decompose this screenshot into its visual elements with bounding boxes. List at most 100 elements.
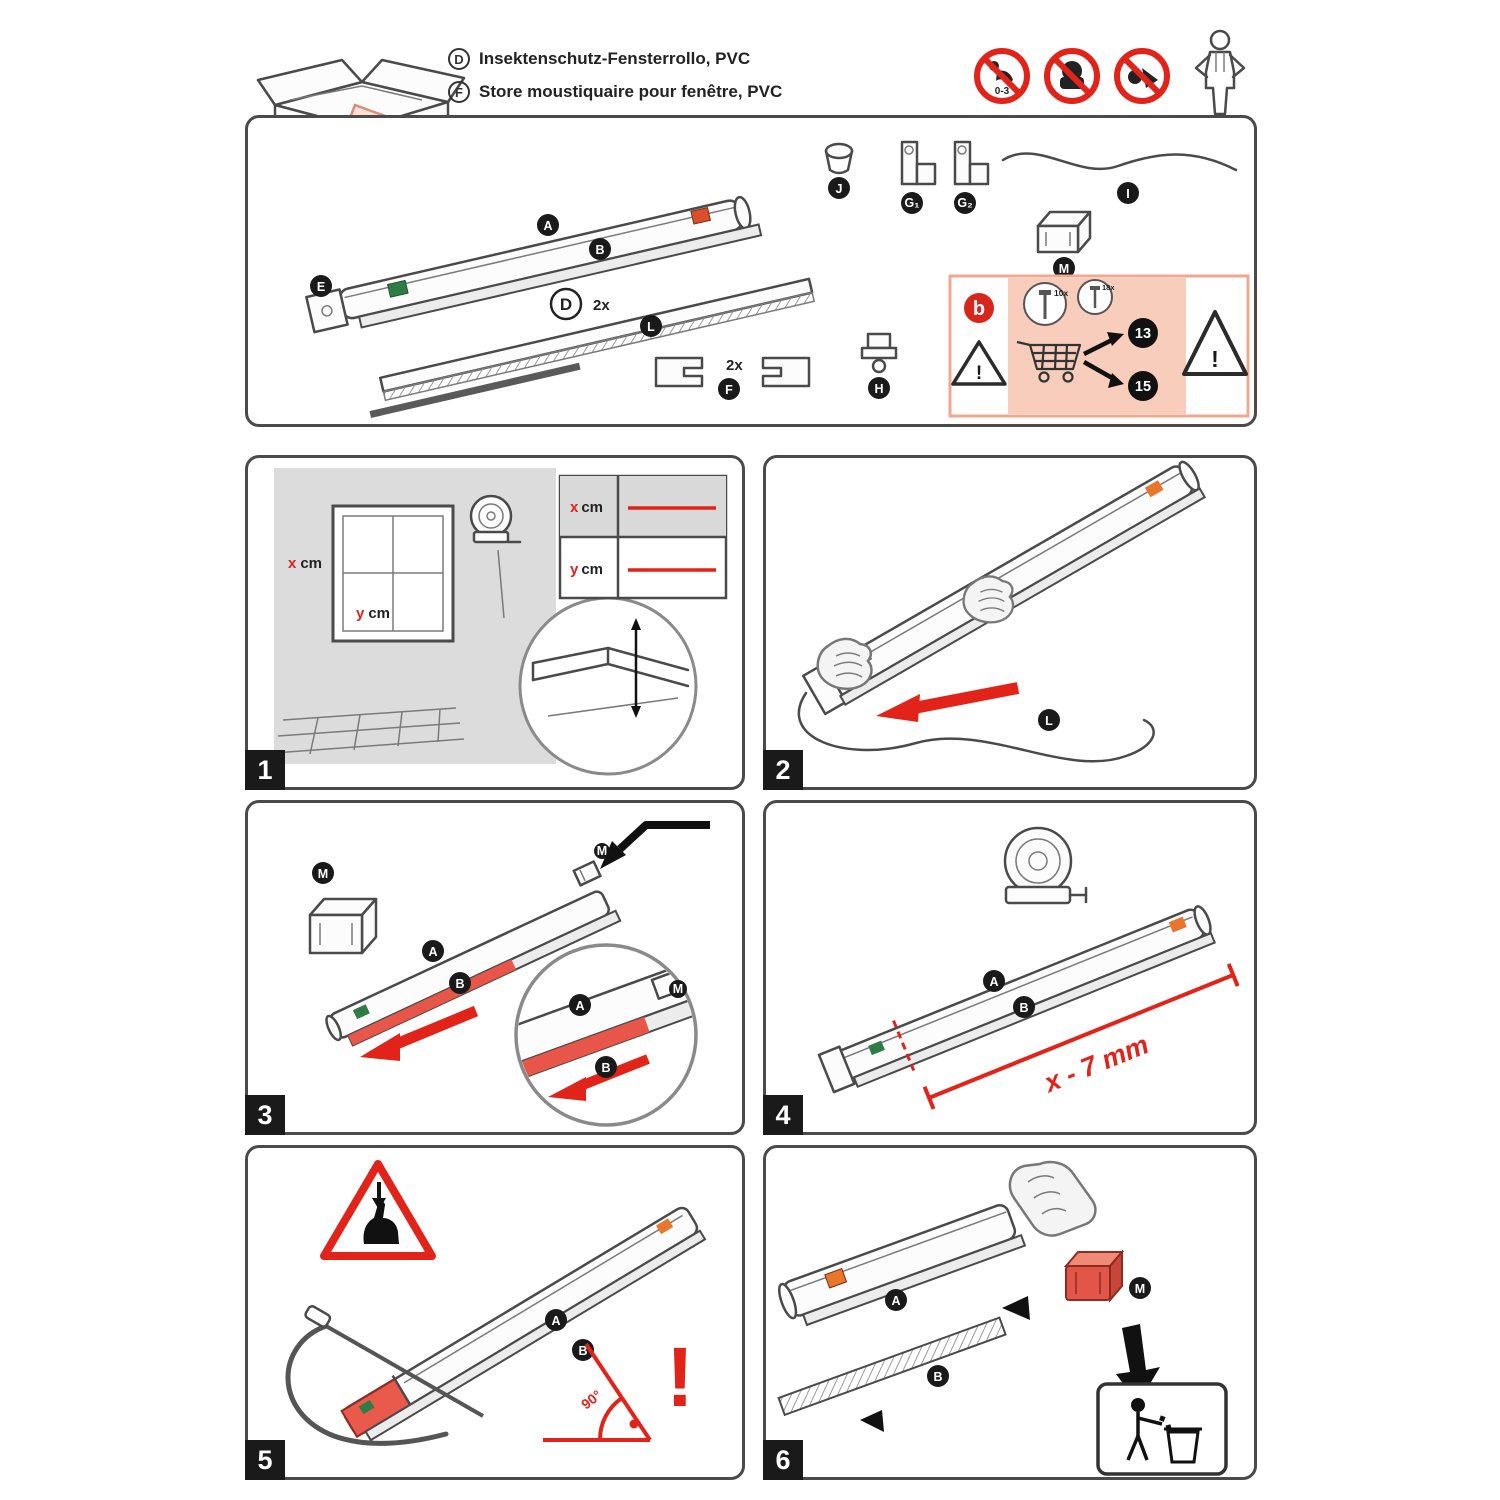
part-label-b: B xyxy=(589,238,611,260)
svg-text:G₂: G₂ xyxy=(957,196,972,210)
green-sticker xyxy=(868,1040,885,1056)
part-label-l: L xyxy=(640,315,662,337)
right-angle-mark: 90° xyxy=(543,1342,652,1442)
step-2-panel: A L 2 xyxy=(763,455,1257,790)
step-6-drawing: A B M xyxy=(777,1160,1228,1476)
orange-sticker xyxy=(1144,480,1164,498)
rail-housing: x - 7 mm xyxy=(817,905,1240,1110)
title-de: D Insektenschutz-Fensterrollo, PVC xyxy=(448,48,782,70)
zoom-label-m: M xyxy=(669,980,687,998)
label-m: M xyxy=(1129,1277,1151,1299)
label-m: M xyxy=(312,862,334,884)
cut-line xyxy=(892,1019,916,1072)
title-de-text: Insektenschutz-Fensterrollo, PVC xyxy=(479,49,751,68)
title-fr: F Store moustiquaire pour fenêtre, PVC xyxy=(448,81,782,103)
svg-text:15: 15 xyxy=(1135,379,1151,395)
warning-triangle-right: ! xyxy=(1182,310,1248,376)
svg-text:L: L xyxy=(647,320,655,334)
tape-measure-icon xyxy=(469,494,522,544)
svg-text:G₁: G₁ xyxy=(905,196,920,210)
svg-text:!: ! xyxy=(1211,346,1219,372)
svg-text:D: D xyxy=(560,295,572,314)
dispose-pictogram xyxy=(1096,1382,1228,1476)
svg-text:A: A xyxy=(428,945,437,959)
orange-sticker xyxy=(824,1267,848,1289)
red-slide-zone xyxy=(348,959,516,1046)
saw xyxy=(285,1305,484,1446)
step-4-panel: x - 7 mm A B 4 xyxy=(763,800,1257,1135)
slide-direction-arrow xyxy=(876,682,1020,722)
warning-triangle-left: ! xyxy=(951,340,1007,386)
svg-text:M: M xyxy=(1135,1282,1145,1296)
screw-long-badge: 10x xyxy=(1023,282,1068,326)
label-b: B xyxy=(449,972,471,994)
roller-housing-part xyxy=(305,195,763,334)
label-a: A xyxy=(422,940,444,962)
hand-left xyxy=(816,637,873,691)
step-5-number: 5 xyxy=(245,1440,285,1480)
svg-text:A: A xyxy=(543,219,552,233)
floor-tiles xyxy=(273,707,465,755)
part-label-e: E xyxy=(310,275,332,297)
sill-detail-circle xyxy=(518,596,698,776)
svg-text:!: ! xyxy=(976,363,982,384)
pull-cord xyxy=(797,691,1155,763)
clip-on-rail xyxy=(572,860,602,887)
svg-text:H: H xyxy=(874,382,883,396)
svg-text:B: B xyxy=(1019,1001,1028,1015)
zoom-label-b: B xyxy=(595,1056,617,1078)
svg-text:A: A xyxy=(551,1314,560,1328)
clip-m: M xyxy=(1036,210,1092,279)
svg-text:M: M xyxy=(1059,262,1069,276)
step-4-drawing: x - 7 mm A B xyxy=(817,826,1240,1110)
screw-short-qty: 18x xyxy=(1102,283,1115,292)
arrow-to-15 xyxy=(1082,360,1124,388)
orange-sticker xyxy=(655,1218,674,1235)
cap-j: J xyxy=(824,142,854,199)
label-b: B xyxy=(927,1365,949,1387)
title-de-letter-badge: D xyxy=(448,48,470,70)
age-range-label: 0-3 xyxy=(995,86,1010,97)
label-l: L xyxy=(1038,709,1060,731)
svg-text:I: I xyxy=(1126,187,1129,201)
step-2-number: 2 xyxy=(763,750,803,790)
dimension-text: x - 7 mm xyxy=(1038,1029,1153,1099)
saw-handle xyxy=(304,1305,332,1328)
mesh-strip xyxy=(777,1316,1007,1417)
step-6-number: 6 xyxy=(763,1440,803,1480)
svg-text:B: B xyxy=(595,243,604,257)
insert-arrow xyxy=(600,821,710,869)
hand-glyph xyxy=(363,1201,399,1244)
cut-to-size-warning-box: b ! 10x 18x xyxy=(948,274,1250,418)
svg-text:M: M xyxy=(318,867,328,881)
hand xyxy=(1008,1160,1097,1237)
svg-text:M: M xyxy=(673,982,683,996)
cord-i: I xyxy=(1001,152,1238,204)
svg-text:A: A xyxy=(989,975,998,989)
step-6-panel: A B M xyxy=(763,1145,1257,1480)
zoom-detail-circle: A B M xyxy=(514,943,698,1127)
connector-h: H xyxy=(860,332,898,399)
clip-m-part xyxy=(308,897,378,955)
step-3-number: 3 xyxy=(245,1095,285,1135)
step-5-drawing: A B 90° ! xyxy=(285,1160,707,1446)
orange-sticker xyxy=(690,206,712,225)
step-2-drawing: A L xyxy=(797,460,1207,763)
rail-housing xyxy=(325,890,622,1047)
green-sticker xyxy=(358,1399,375,1415)
svg-text:L: L xyxy=(1045,714,1053,728)
prohibition-icons: 0-3 xyxy=(974,48,1170,104)
qty-d: 2x xyxy=(593,297,610,314)
svg-text:B: B xyxy=(933,1370,942,1384)
brush-strip xyxy=(369,362,581,418)
label-a: A xyxy=(545,1309,567,1331)
arrow-to-13 xyxy=(1082,332,1124,357)
box-flap-right xyxy=(360,58,466,104)
step-3-panel: M M A B xyxy=(245,800,745,1135)
svg-text:E: E xyxy=(317,280,325,294)
green-sticker xyxy=(387,279,409,298)
part-label-d: D 2x xyxy=(549,287,610,321)
vertical-measure-arrow xyxy=(631,618,641,718)
pinch-warning-triangle xyxy=(320,1160,436,1260)
